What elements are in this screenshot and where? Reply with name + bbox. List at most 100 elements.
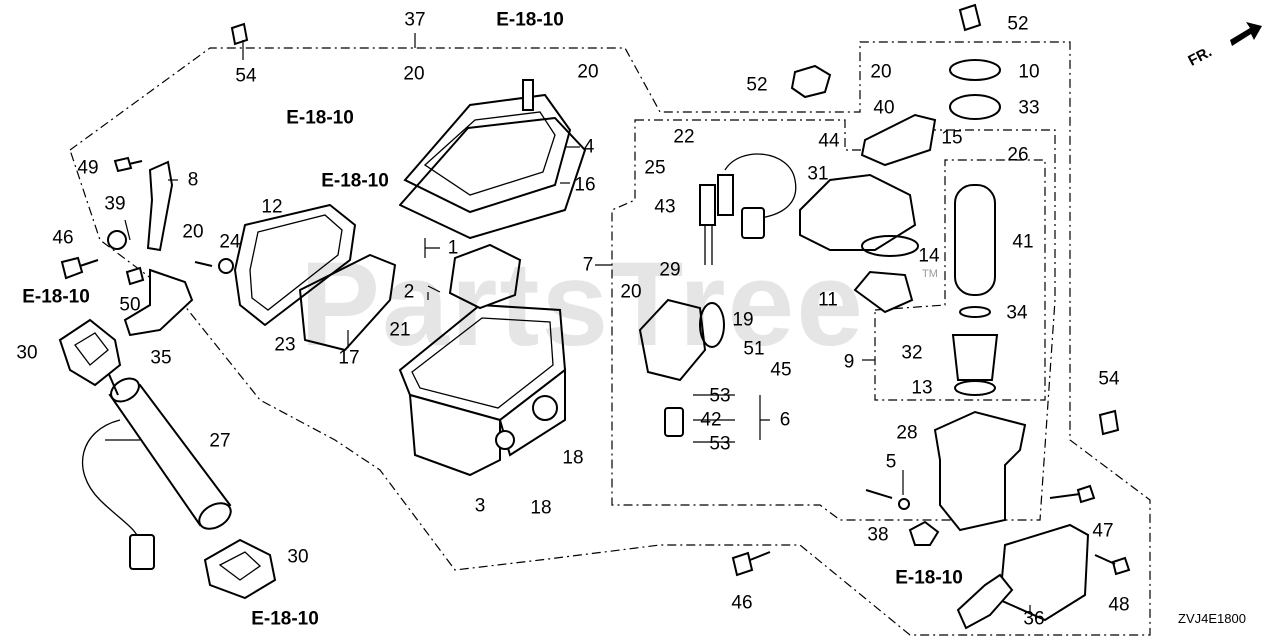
gasket-12 [234,204,356,326]
callout[interactable]: 39 [104,193,126,215]
cover-4 [403,79,572,214]
filter-32 [951,334,999,381]
ring-10 [949,59,1001,81]
callout[interactable]: 44 [818,130,840,152]
callout[interactable]: 14 [918,245,940,267]
callout[interactable]: 26 [1007,144,1029,166]
assembly-outline-9 [874,159,1046,401]
rubber-52 [790,64,832,99]
callout[interactable]: 13 [911,377,933,399]
callout[interactable]: 27 [209,430,231,452]
front-arrow-shape [1230,22,1262,46]
callout[interactable]: 43 [654,196,676,218]
callout[interactable]: 40 [873,97,895,119]
callout[interactable]: 15 [941,127,963,149]
assembly-outline-7 [611,119,1056,521]
fuel-pump-27 [81,369,232,570]
reference-label[interactable]: E-18-10 [321,170,389,192]
chamber-31 [799,173,917,251]
callout[interactable]: 50 [119,294,141,316]
joint-38 [908,520,940,546]
callout[interactable]: 21 [389,319,411,341]
o-ring-19 [699,302,725,348]
reference-label[interactable]: E-18-10 [895,567,963,589]
callout[interactable]: 20 [403,63,425,85]
callout[interactable]: 5 [885,451,897,473]
callout[interactable]: 34 [1006,302,1028,324]
callout[interactable]: 47 [1092,520,1114,542]
callout[interactable]: 20 [620,281,642,303]
callout[interactable]: 31 [807,163,829,185]
callout[interactable]: 22 [673,126,695,148]
callout[interactable]: 53 [709,385,731,407]
gasket-16 [399,117,586,239]
clamp-30-upper [58,318,122,387]
callout[interactable]: 20 [182,221,204,243]
callout[interactable]: 25 [644,157,666,179]
housing-28 [933,410,1027,532]
leader-lines [105,33,1031,612]
reference-label[interactable]: E-18-10 [22,286,90,308]
pipe-36 [956,573,1014,630]
callout[interactable]: 42 [700,409,722,431]
callout[interactable]: 19 [732,309,754,331]
callout[interactable]: 28 [896,422,918,444]
callout[interactable]: 9 [843,351,855,373]
callout[interactable]: 33 [1018,97,1040,119]
holder-35 [123,268,194,337]
callout[interactable]: 36 [1023,608,1045,630]
reference-label[interactable]: E-18-10 [251,608,319,630]
callout[interactable]: 20 [577,61,599,83]
callout[interactable]: 4 [583,136,595,158]
callout[interactable]: 38 [867,524,889,546]
injector-43 [699,153,797,265]
callout[interactable]: 8 [187,169,199,191]
callout[interactable]: 18 [530,497,552,519]
callout[interactable]: 20 [870,61,892,83]
callout[interactable]: 3 [474,495,486,517]
callout[interactable]: 53 [709,433,731,455]
callout[interactable]: 6 [779,409,791,431]
callout[interactable]: 35 [150,347,172,369]
callout[interactable]: 29 [659,259,681,281]
bracket-40 [860,113,937,167]
callout[interactable]: 52 [746,74,768,96]
bolts-right [230,22,1131,577]
callout[interactable]: 30 [16,342,38,364]
callout[interactable]: 54 [1098,368,1120,390]
callout[interactable]: 46 [52,227,74,249]
callout[interactable]: 37 [404,9,426,31]
o-ring-14 [861,235,919,257]
callout[interactable]: 1 [447,237,459,259]
callout[interactable]: 32 [901,342,923,364]
callout[interactable]: 24 [219,231,241,253]
callout[interactable]: 23 [274,334,296,356]
callout[interactable]: 11 [818,289,838,311]
callout[interactable]: 52 [1007,13,1029,35]
callout[interactable]: 41 [1012,231,1034,253]
callout[interactable]: 17 [338,347,360,369]
reference-label[interactable]: E-18-10 [286,107,354,129]
clamp-30-lower [203,538,277,600]
callout[interactable]: 18 [562,447,584,469]
callout[interactable]: 7 [582,254,594,276]
callout[interactable]: 54 [235,65,257,87]
bracket-36 [998,523,1090,622]
clip-52 [958,3,982,32]
bolts-left [60,156,234,286]
callout[interactable]: 49 [77,157,99,179]
callout[interactable]: 10 [1018,61,1040,83]
callout[interactable]: 46 [731,592,753,614]
callout[interactable]: 16 [574,174,596,196]
callout[interactable]: 2 [403,281,415,303]
drawing-code: ZVJ4E1800 [1178,611,1246,626]
reference-label[interactable]: E-18-10 [496,9,564,31]
callout[interactable]: 45 [770,359,792,381]
assembly-outline-37 [69,41,1151,636]
callout[interactable]: 30 [287,546,309,568]
holder-11 [853,270,914,314]
callout[interactable]: 48 [1108,594,1130,616]
callout[interactable]: 51 [743,338,765,360]
callout[interactable]: 12 [261,196,283,218]
